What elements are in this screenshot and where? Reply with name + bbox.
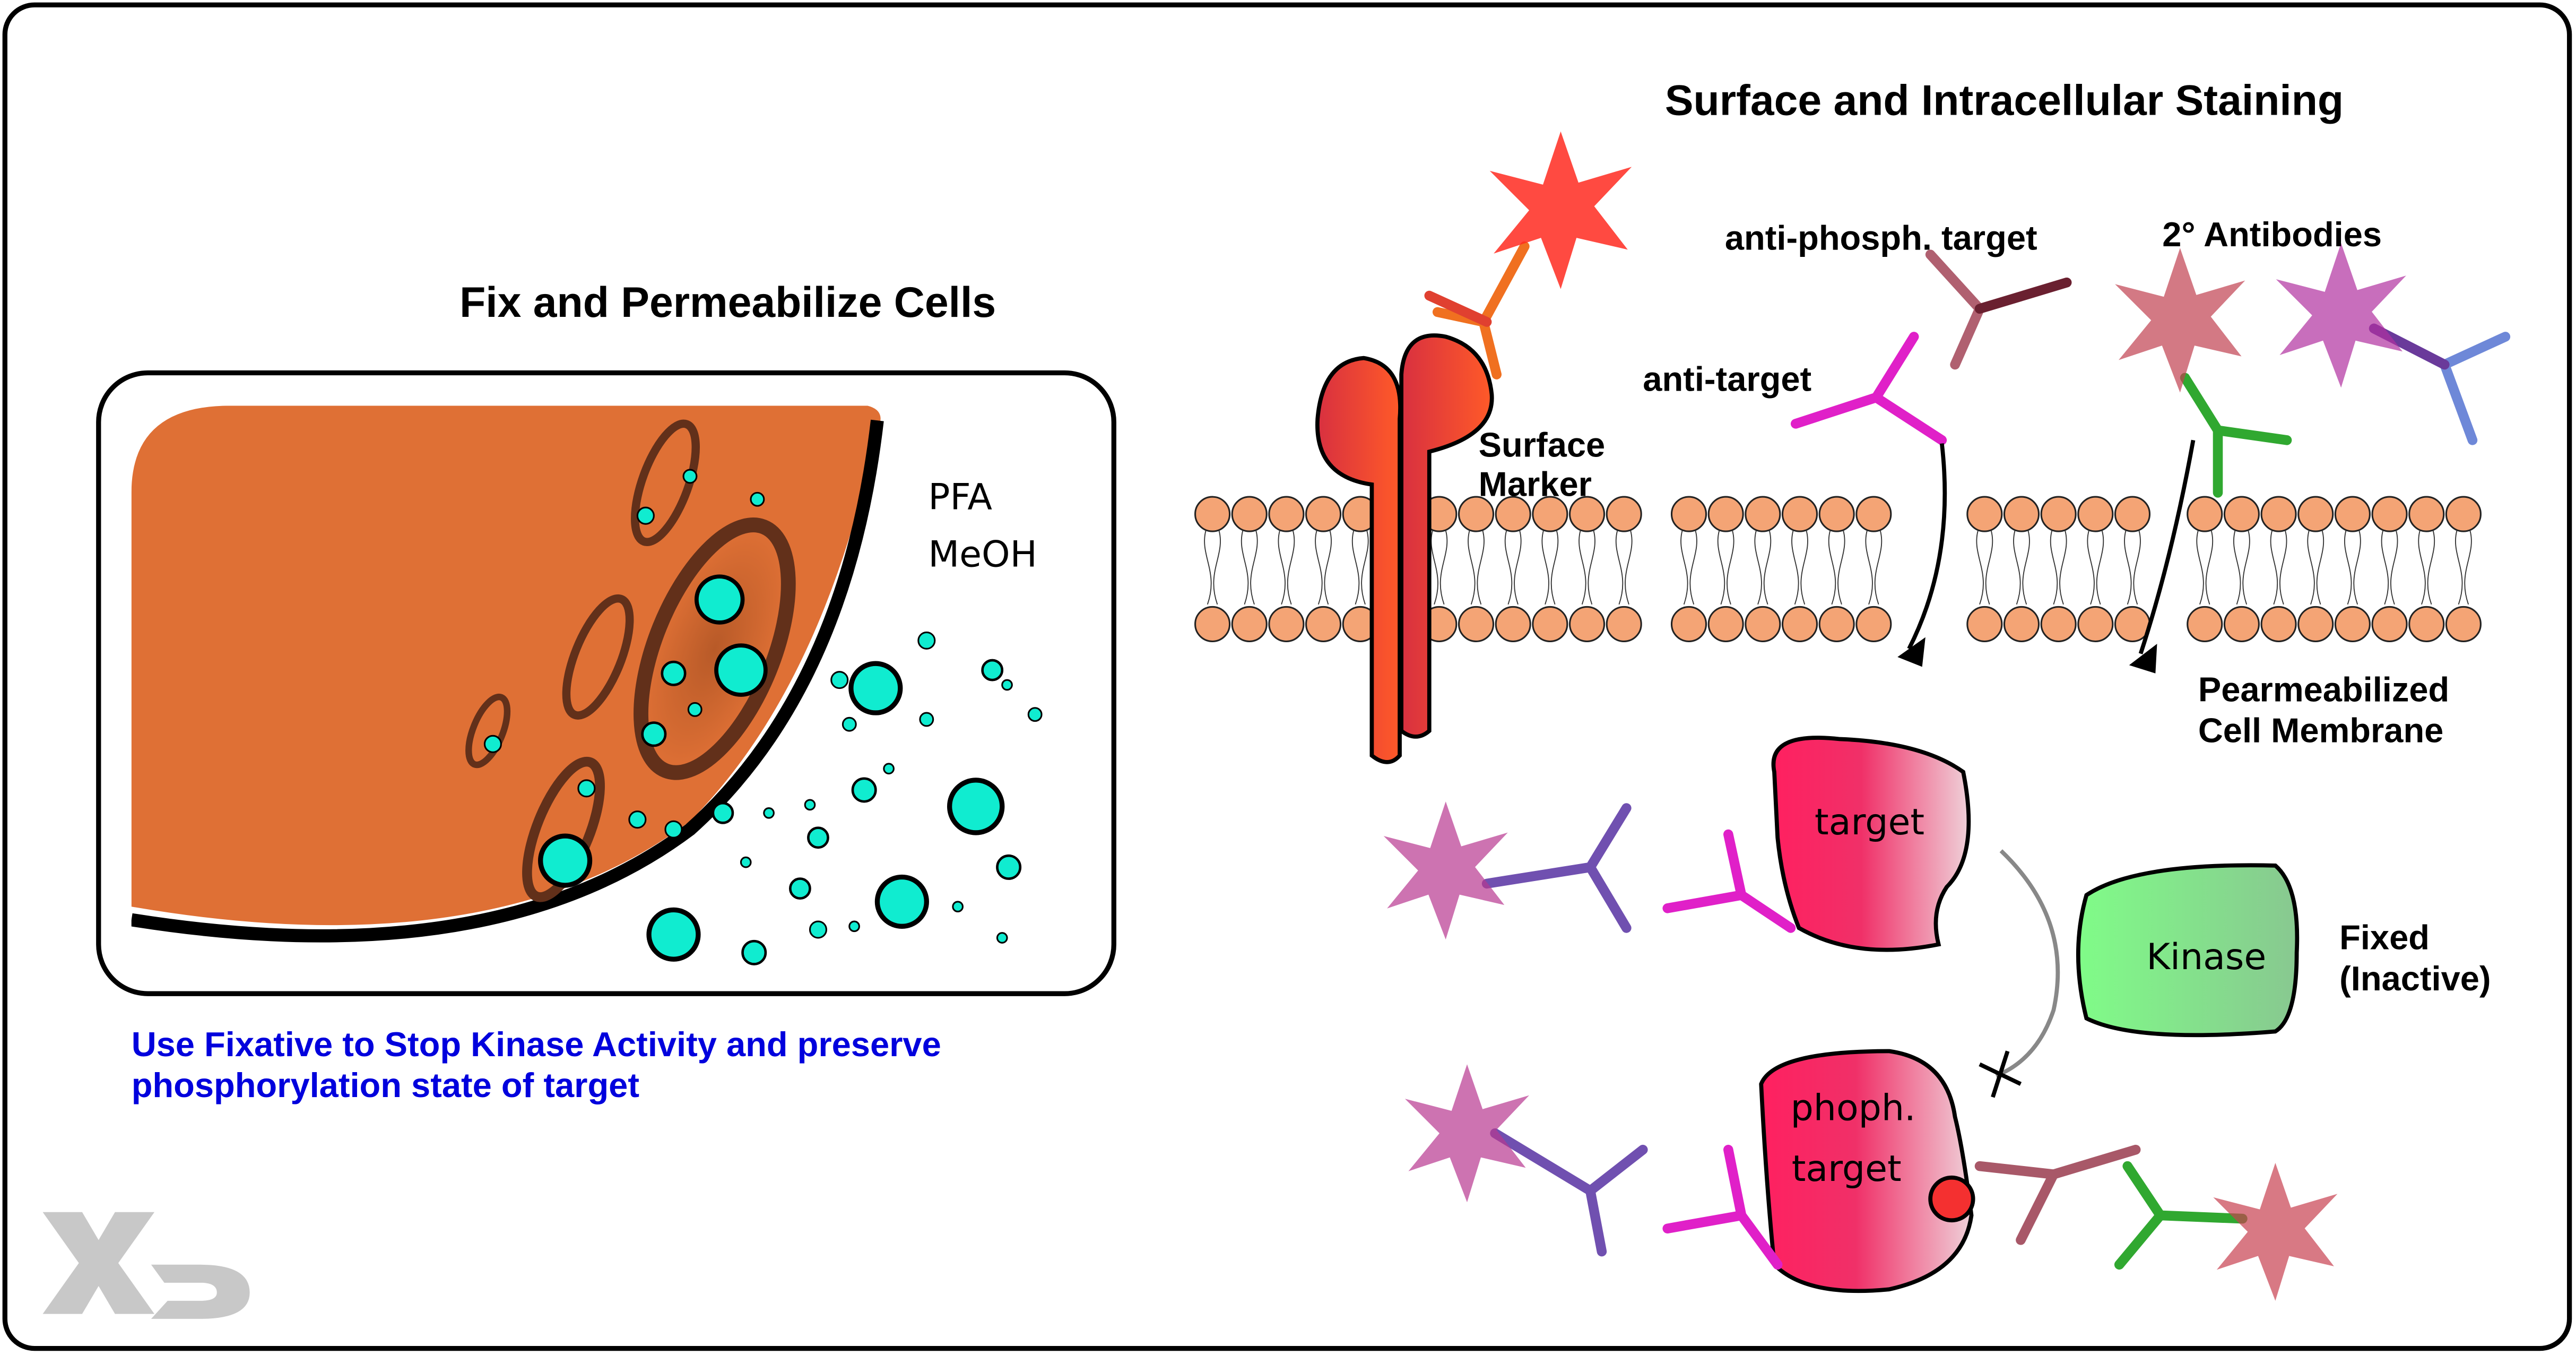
- xd-logo: [42, 1212, 250, 1319]
- surface-marker-receptor: [1315, 333, 1494, 764]
- organelle: [465, 693, 511, 769]
- phospho-target-protein: [1759, 1049, 1974, 1293]
- label-membrane-2: Cell Membrane: [2198, 711, 2444, 750]
- reagent-meoh: MeOH: [928, 534, 1037, 576]
- target-label: target: [1815, 801, 1924, 843]
- arrow-secondary-entry: [2129, 439, 2196, 674]
- label-membrane-1: Pearmeabilized: [2198, 670, 2449, 709]
- organelle: [562, 594, 634, 720]
- reagent-pfa: PFA: [928, 476, 992, 518]
- right-panel-title: Surface and Intracellular Staining: [1665, 77, 2344, 125]
- cell-membrane: [131, 419, 884, 943]
- target-protein: [1771, 736, 1971, 952]
- caption-line-1: Use Fixative to Stop Kinase Activity and…: [132, 1025, 941, 1064]
- organelle: [634, 517, 796, 780]
- label-secondary-antibodies: 2° Antibodies: [2162, 215, 2382, 254]
- label-fixed-2: (Inactive): [2339, 959, 2491, 998]
- arrow-anti-target-entry: [1897, 443, 1947, 667]
- caption-line-2: phosphorylation state of target: [132, 1066, 639, 1104]
- label-anti-target: anti-target: [1643, 360, 1811, 399]
- left-panel-title: Fix and Permeabilize Cells: [459, 279, 996, 326]
- right-panel: Surface and Intracellular Staining: [1194, 77, 2511, 1301]
- organelle: [631, 419, 700, 547]
- antibody-complex-phospho: [1490, 1128, 2248, 1270]
- cell-body: [131, 405, 881, 926]
- label-fixed-1: Fixed: [2339, 918, 2430, 957]
- label-surface-marker-2: Marker: [1479, 465, 1592, 504]
- antibody-complex-target: [1481, 803, 1796, 933]
- antibody-surface-orange: [1424, 241, 1530, 379]
- phospho-target-label-2: target: [1792, 1148, 1902, 1190]
- cell-illustration: [131, 405, 884, 943]
- label-surface-marker-1: Surface: [1479, 425, 1606, 464]
- antibody-secondary-green: [2180, 373, 2292, 498]
- blocked-phosphorylation-arrow: [1995, 849, 2060, 1078]
- label-anti-phosph-target: anti-phosph. target: [1725, 218, 2037, 257]
- kinase-label: Kinase: [2146, 936, 2266, 978]
- antibody-anti-phosph: [1925, 249, 2072, 370]
- left-panel: Fix and Permeabilize Cells: [42, 279, 1116, 1319]
- kinase-protein: [2076, 863, 2300, 1038]
- organelle: [522, 756, 605, 902]
- vesicles: [483, 469, 1043, 965]
- antibody-anti-target: [1790, 332, 1947, 445]
- phospho-target-label-1: phoph.: [1791, 1087, 1916, 1129]
- blocked-x-icon: [1979, 1050, 2022, 1098]
- phosphate-group: [1928, 1175, 1975, 1223]
